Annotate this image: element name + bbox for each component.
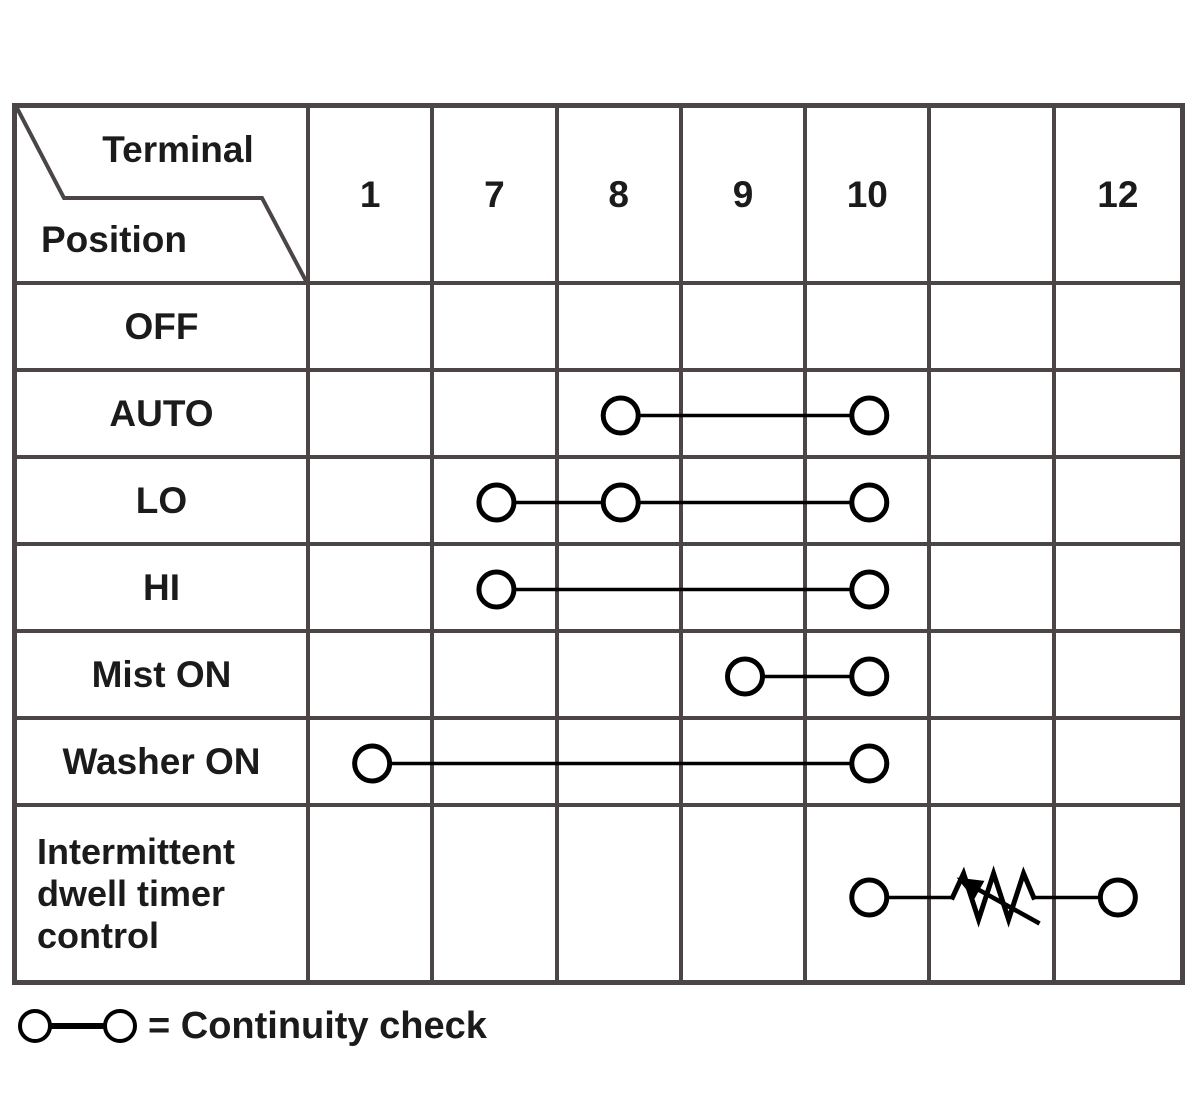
- column-header: 7: [434, 108, 559, 285]
- row-label-text: Mist ON: [91, 653, 232, 695]
- terminal-cell: [1055, 633, 1180, 720]
- terminal-cell: [558, 546, 683, 633]
- terminal-cell: [807, 720, 932, 807]
- terminal-cell: [434, 546, 559, 633]
- terminal-cell: [434, 372, 559, 459]
- legend-circle: [18, 1009, 52, 1043]
- terminal-cell: [434, 285, 559, 372]
- terminal-cell: [1056, 807, 1180, 980]
- row-label: LO: [17, 459, 310, 546]
- terminal-cell: [310, 807, 435, 980]
- column-header: 9: [682, 108, 808, 285]
- terminal-cell: [682, 546, 808, 633]
- row-label-text: HI: [143, 566, 180, 608]
- terminal-cell: [683, 807, 808, 980]
- terminal-cell: [682, 720, 808, 807]
- terminal-cell: [1055, 720, 1180, 807]
- column-header: 8: [558, 108, 683, 285]
- terminal-cell: [434, 633, 559, 720]
- corner-diagonal-divider: [17, 108, 306, 281]
- terminal-cell: [1055, 546, 1180, 633]
- terminal-cell: [807, 372, 932, 459]
- terminal-cell: [682, 372, 808, 459]
- terminal-cell: [434, 459, 559, 546]
- terminal-cell: [1055, 285, 1180, 372]
- terminal-cell: [310, 546, 435, 633]
- terminal-cell: [310, 285, 435, 372]
- terminal-cell: [310, 372, 435, 459]
- row-label-text: LO: [135, 479, 188, 521]
- terminal-cell: [807, 285, 932, 372]
- column-header: 10: [807, 108, 932, 285]
- terminal-cell: [558, 459, 683, 546]
- terminal-cell: [807, 807, 932, 980]
- terminal-cell: [807, 459, 932, 546]
- row-label: Washer ON: [17, 720, 310, 807]
- corner-position-label: Position: [41, 219, 187, 260]
- terminal-cell: [931, 546, 1056, 633]
- terminal-cell: [807, 633, 932, 720]
- terminal-cell: [682, 459, 808, 546]
- corner-cell: Terminal Position: [17, 108, 310, 285]
- terminal-cell: [807, 546, 932, 633]
- terminal-cell: [931, 633, 1056, 720]
- terminal-cell: [682, 633, 808, 720]
- legend-label: = Continuity check: [148, 1005, 487, 1047]
- terminal-cell: [559, 807, 683, 980]
- terminal-cell: [558, 372, 683, 459]
- terminal-cell: [1055, 372, 1180, 459]
- terminal-cell: [434, 720, 559, 807]
- terminal-cell: [434, 807, 559, 980]
- column-header: [931, 108, 1056, 285]
- terminal-cell: [931, 459, 1056, 546]
- terminal-cell: [310, 720, 435, 807]
- terminal-cell: [931, 720, 1056, 807]
- row-label: Mist ON: [17, 633, 310, 720]
- terminal-cell: [558, 285, 683, 372]
- corner-terminal-label: Terminal: [102, 129, 254, 170]
- row-label: AUTO: [17, 372, 310, 459]
- terminal-cell: [1055, 459, 1180, 546]
- terminal-cell: [682, 285, 808, 372]
- row-label-text: Washer ON: [62, 740, 261, 782]
- terminal-cell: [931, 372, 1056, 459]
- row-label-text: Intermittent dwell timer control: [37, 830, 235, 956]
- terminal-cell: [310, 459, 435, 546]
- row-label-text: OFF: [124, 305, 199, 347]
- column-header: 1: [310, 108, 435, 285]
- terminal-cell: [931, 807, 1056, 980]
- legend-circle: [103, 1009, 137, 1043]
- terminal-cell: [558, 720, 683, 807]
- row-label-text: AUTO: [109, 392, 214, 434]
- terminal-cell: [310, 633, 435, 720]
- row-label: Intermittent dwell timer control: [17, 807, 310, 980]
- terminal-cell: [931, 285, 1056, 372]
- terminal-cell: [558, 633, 683, 720]
- row-label: HI: [17, 546, 310, 633]
- column-header: 12: [1055, 108, 1180, 285]
- row-label: OFF: [17, 285, 310, 372]
